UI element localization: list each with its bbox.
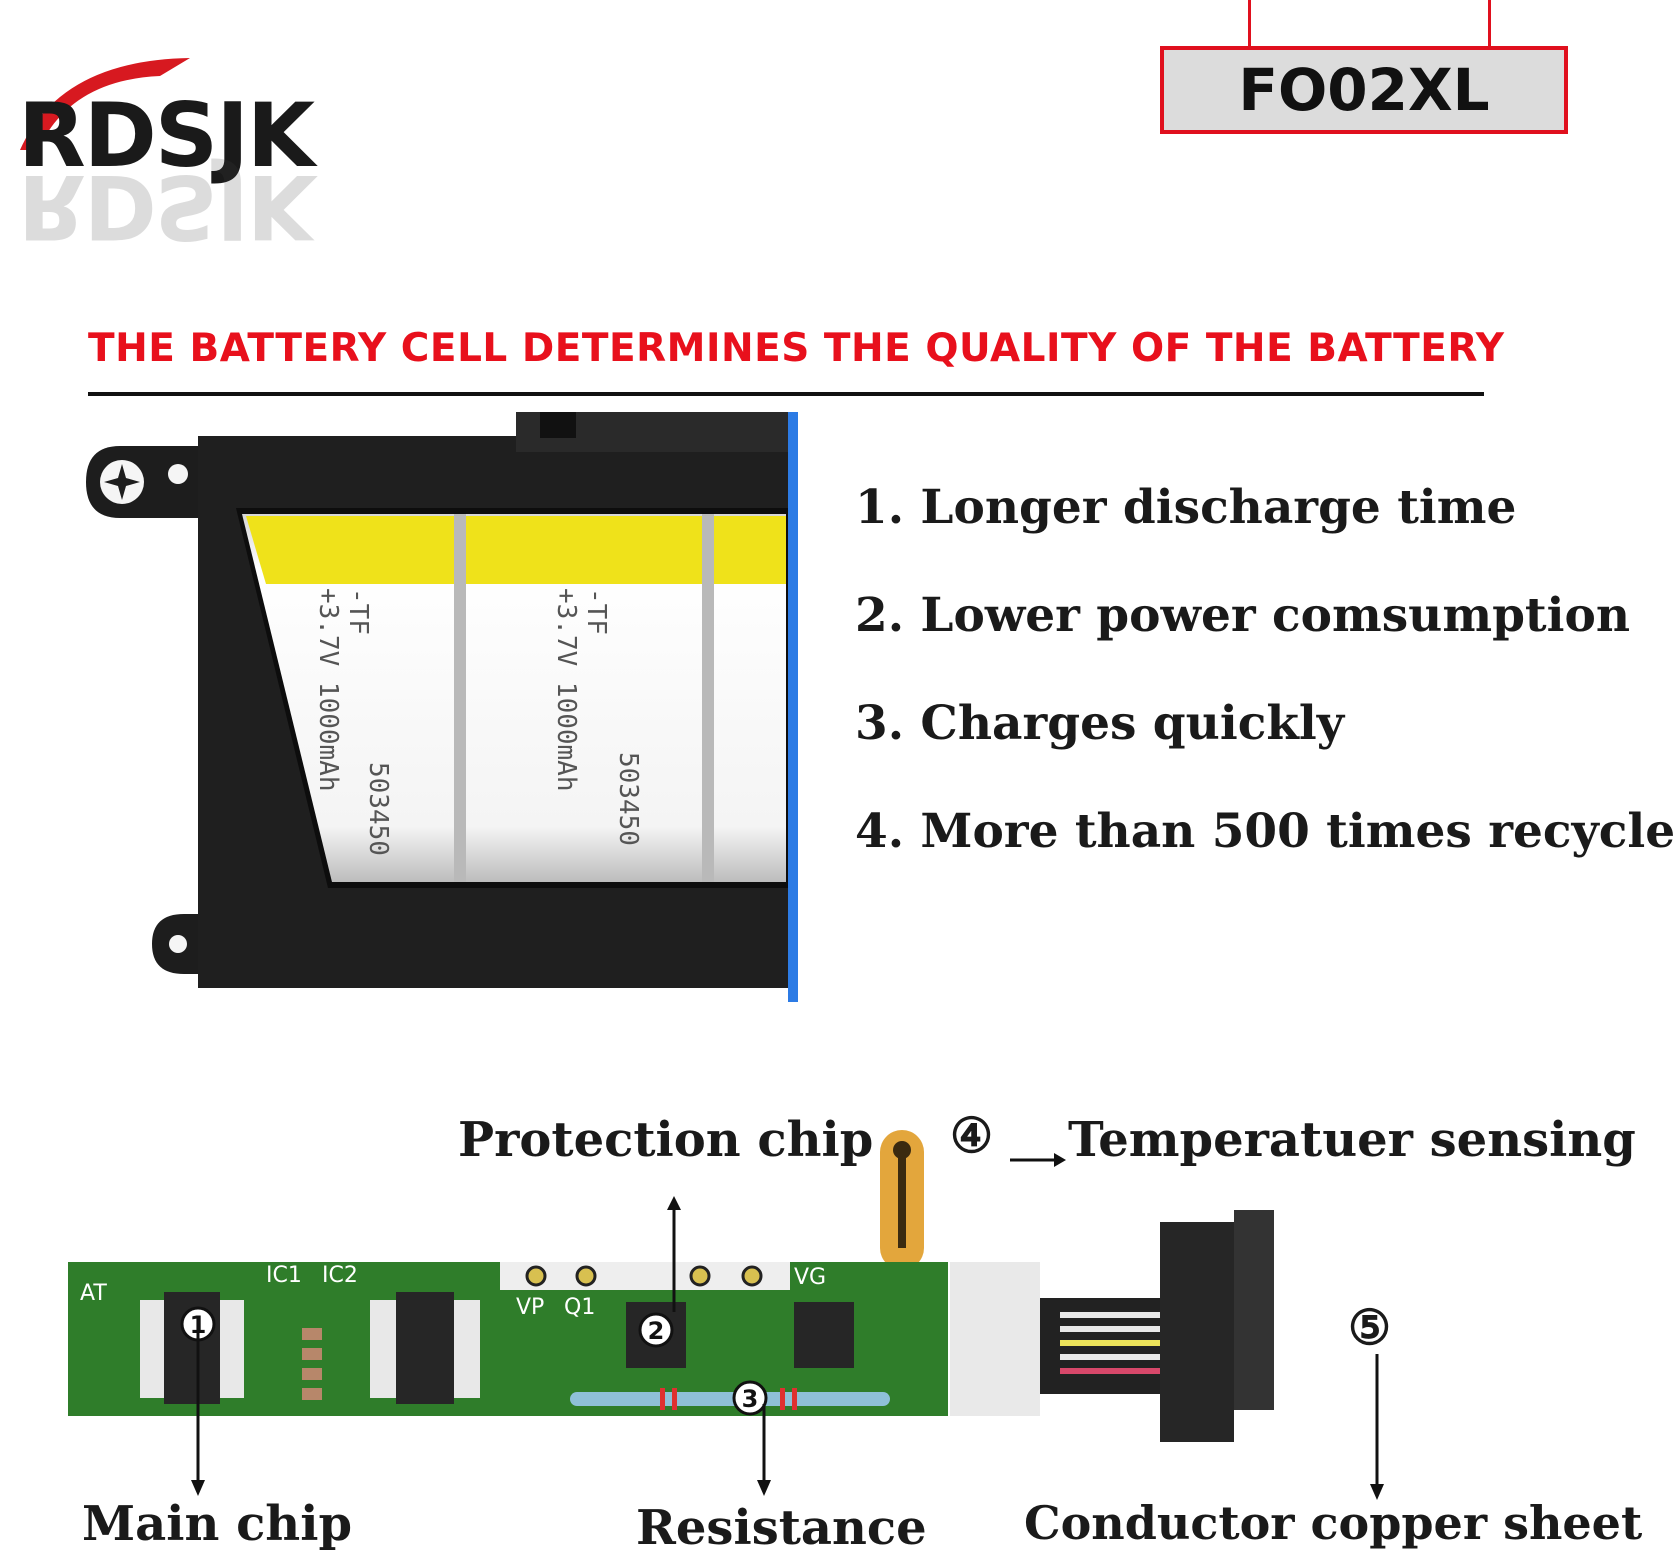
feature-2: 2. Lower power comsumption [855, 588, 1631, 643]
arrow-main-chip [191, 1330, 205, 1496]
arrow-conductor [1370, 1354, 1384, 1500]
arrow-protection-chip [667, 1196, 681, 1312]
feature-4: 4. More than 500 times recycle [855, 804, 1675, 859]
silk-at: AT [80, 1281, 107, 1306]
badge-connector-right [1488, 0, 1491, 46]
logo-text: RDSJK [18, 84, 318, 187]
silk-ic1: IC1 [266, 1263, 302, 1288]
cell-1-code: 503450 [363, 762, 393, 856]
badge-connector-left [1248, 0, 1251, 46]
cell-1-topcode: -TF [343, 588, 373, 635]
headline: THE BATTERY CELL DETERMINES THE QUALITY … [88, 326, 1505, 371]
headline-divider [88, 392, 1484, 396]
marker-4: ④ [950, 1108, 994, 1164]
arrow-temperature [1010, 1153, 1066, 1167]
silk-vp: VP [516, 1295, 544, 1320]
label-temperature-sensing: Temperatuer sensing [1068, 1112, 1636, 1168]
marker-3: 3 [742, 1385, 759, 1413]
ic2-chip [396, 1292, 454, 1404]
marker-1: 1 [190, 1311, 207, 1339]
silk-ic2: IC2 [322, 1263, 358, 1288]
pcb-diagram: AT IC1 IC2 VP Q1 VG 1 2 3 [68, 1130, 1274, 1442]
cell-2-code: 503450 [613, 752, 643, 846]
label-conductor: Conductor copper sheet [1024, 1496, 1643, 1550]
cell-1-spec: +3.7V 1000mAh [313, 588, 343, 792]
label-protection-chip: Protection chip [458, 1112, 874, 1168]
silk-q1: Q1 [564, 1295, 595, 1320]
cell-2-topcode: -TF [581, 588, 611, 635]
model-badge: FO02XL [1160, 46, 1568, 134]
marker-2: 2 [648, 1317, 665, 1345]
logo-reflection: RDSJK [18, 155, 318, 258]
silk-vg: VG [794, 1265, 826, 1290]
feature-3: 3. Charges quickly [855, 696, 1345, 751]
label-main-chip: Main chip [82, 1496, 352, 1552]
brand-logo: RDSJK RDSJK [18, 58, 320, 258]
connector [1160, 1222, 1234, 1442]
marker-5: ⑤ [1348, 1300, 1392, 1356]
arrow-resistance [757, 1404, 771, 1496]
resistance-bar [570, 1392, 890, 1406]
cell-2-spec: +3.7V 1000mAh [551, 588, 581, 792]
battery-cell-image: 503450 +3.7V 1000mAh -TF 503450 +3.7V 10… [86, 412, 798, 1002]
feature-1: 1. Longer discharge time [855, 480, 1517, 535]
label-resistance: Resistance [636, 1500, 927, 1556]
